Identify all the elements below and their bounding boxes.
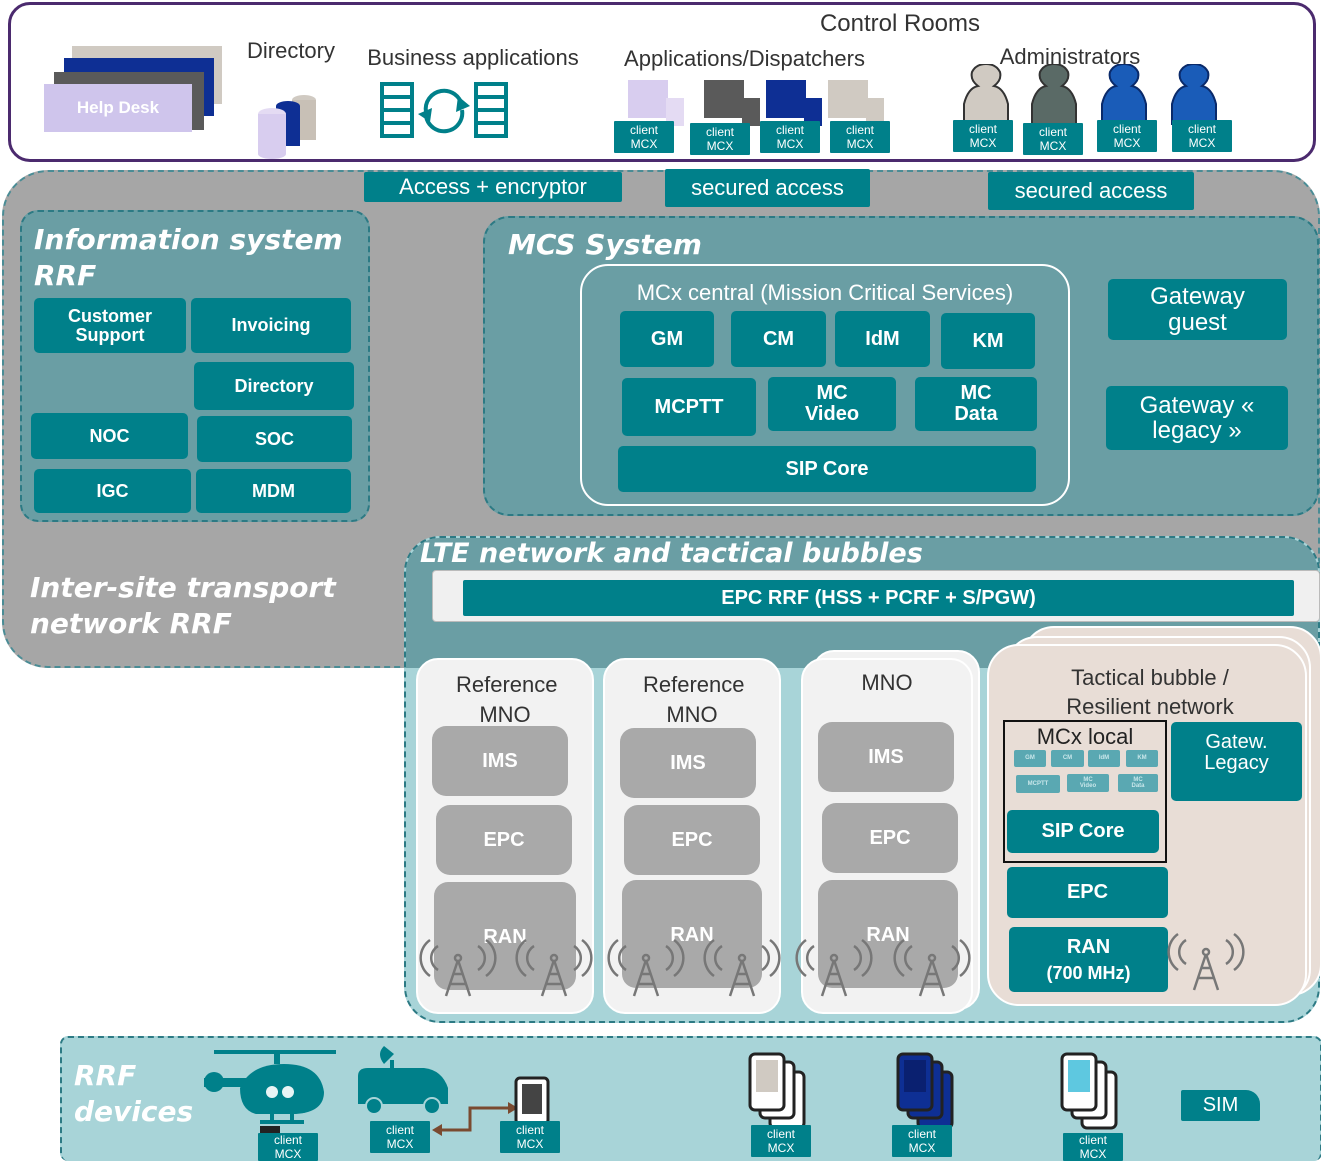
mc-video-box: MC Video <box>768 377 896 431</box>
epc-rrf-box: EPC RRF (HSS + PCRF + S/PGW) <box>463 580 1294 616</box>
antenna-tower-icon <box>607 938 685 997</box>
mno-column-title: Reference MNO <box>456 672 558 727</box>
help-desk-stack: Help Desk <box>44 44 224 144</box>
phone-stack-icon <box>748 1052 806 1130</box>
epc-box: EPC <box>436 805 572 875</box>
mdm-box: MDM <box>196 469 351 513</box>
noc-box: NOC <box>31 413 188 459</box>
access-encryptor-box: Access + encryptor <box>364 172 622 202</box>
gateway-guest-box: Gateway guest <box>1108 279 1287 340</box>
mcptt-box: MCPTT <box>622 378 756 436</box>
secured-access-box: secured access <box>665 169 870 207</box>
ran-box: RAN <box>434 882 576 990</box>
tactical-gateway-legacy-box: Gatew. Legacy <box>1171 722 1302 801</box>
antenna-tower-icon <box>795 938 873 997</box>
idm-box: IdM <box>835 311 930 367</box>
mcx-local-frame <box>1003 720 1167 863</box>
help-desk-card: Help Desk <box>44 84 192 132</box>
mno-column-title: MNO <box>861 670 913 695</box>
sim-card-box: SIM <box>1181 1090 1260 1121</box>
mini-gm-box: GM <box>1014 750 1046 767</box>
tactical-ran-freq: (700 MHz) <box>1046 962 1131 983</box>
mno-column-title: Reference MNO <box>643 672 745 727</box>
mcx-local-mini-services: GM CM IdM KM MCPTT MC Video MC Data <box>1012 748 1162 798</box>
cm-box: CM <box>731 311 826 367</box>
dispatcher-screens <box>626 78 886 128</box>
helicopter-icon <box>204 1050 336 1138</box>
antenna-tower-icon <box>893 938 971 997</box>
mcx-central-title: MCx central (Mission Critical Services) <box>636 280 1014 305</box>
soc-box: SOC <box>197 416 352 462</box>
epc-box: EPC <box>822 803 958 873</box>
smartphone-icon <box>514 1076 550 1126</box>
invoicing-box: Invoicing <box>191 298 351 353</box>
tactical-epc-box: EPC <box>1007 867 1168 918</box>
mc-data-box: MC Data <box>915 377 1037 431</box>
ims-box: IMS <box>620 728 756 798</box>
ims-box: IMS <box>432 726 568 796</box>
mini-mcptt-box: MCPTT <box>1016 775 1060 793</box>
gm-box: GM <box>620 311 714 367</box>
antenna-tower-icon <box>1167 932 1245 991</box>
tactical-ran-label: RAN <box>1066 935 1111 958</box>
epc-box: EPC <box>624 805 760 875</box>
mini-cm-box: CM <box>1051 750 1084 767</box>
directory-label: Directory <box>246 38 335 63</box>
mini-km-box: KM <box>1126 750 1158 767</box>
mcx-local-title: MCx local <box>1036 724 1134 749</box>
rrf-devices-title: RRF devices <box>74 1059 194 1128</box>
antenna-tower-icon <box>419 938 497 997</box>
mini-idm-box: IdM <box>1088 750 1120 767</box>
directory-box: Directory <box>194 362 354 410</box>
km-box: KM <box>941 313 1035 369</box>
antenna-tower-icon <box>703 938 781 997</box>
tactical-sip-core-box: SIP Core <box>1007 810 1159 853</box>
mini-mc-data-box: MC Data <box>1118 774 1158 792</box>
igc-box: IGC <box>34 469 191 513</box>
information-system-title: Information system RRF <box>34 223 343 292</box>
lte-network-title: LTE network and tactical bubbles <box>420 538 923 569</box>
servers-sync-icon <box>380 82 508 138</box>
tactical-bubble-title: Tactical bubble / Resilient network <box>1066 665 1234 719</box>
link-arrow-icon <box>432 1102 518 1136</box>
phone-stack-icon <box>1060 1052 1118 1130</box>
business-apps-label: Business applications <box>367 45 579 70</box>
administrator-figures-icon <box>963 64 1217 125</box>
sip-core-box: SIP Core <box>618 446 1036 492</box>
antenna-tower-icon <box>515 938 593 997</box>
mcx-central-panel <box>580 264 1070 506</box>
transport-network-title: Inter-site transport network RRF <box>30 571 336 640</box>
mini-mc-video-box: MC Video <box>1067 774 1109 792</box>
mcs-system-title: MCS System <box>508 228 702 261</box>
gateway-legacy-box: Gateway « legacy » <box>1106 386 1288 450</box>
customer-support-box: Customer Support <box>34 298 186 353</box>
phone-stack-icon <box>896 1052 954 1130</box>
satellite-van-icon <box>358 1046 448 1115</box>
apps-dispatchers-label: Applications/Dispatchers <box>624 46 865 71</box>
tactical-ran-box: RAN (700 MHz) <box>1009 927 1168 992</box>
control-rooms-title: Control Rooms <box>819 10 981 37</box>
database-icon <box>258 95 316 159</box>
ims-box: IMS <box>818 722 954 792</box>
secured-access-box: secured access <box>988 172 1194 210</box>
